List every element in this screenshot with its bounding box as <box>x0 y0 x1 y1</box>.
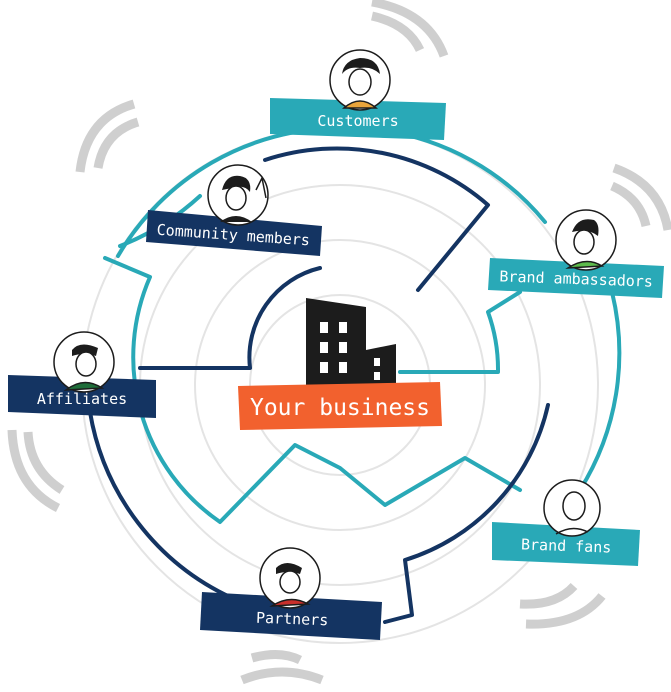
center-label: Your business <box>250 395 430 421</box>
affiliates-label: Affiliates <box>37 390 127 408</box>
community-box <box>146 210 322 256</box>
wave-top-outer <box>371 0 449 58</box>
center-box: Your business <box>238 382 442 430</box>
ring-middle <box>194 239 486 531</box>
wave-left-top-inner <box>93 117 140 169</box>
node-ambassadors: Brand ambassadors <box>488 209 664 298</box>
ambassadors-box <box>488 258 664 298</box>
fans-label: Brand fans <box>521 535 612 556</box>
node-community: Community members <box>146 164 322 256</box>
teal-arc-ambassadors <box>578 290 622 492</box>
teal-path-left <box>103 256 522 524</box>
navy-arc-affiliates <box>88 410 234 600</box>
affiliates-box <box>8 375 156 418</box>
wave-left-top-outer <box>75 99 136 173</box>
teal-arc-customers-right <box>378 128 547 224</box>
signal-waves <box>7 0 671 685</box>
node-customers: Customers <box>270 49 446 140</box>
wave-right-bottom-outer <box>525 593 606 629</box>
navy-path-inner <box>138 266 322 370</box>
community-avatar <box>207 164 269 226</box>
customers-label: Customers <box>317 112 398 130</box>
partners-avatar <box>259 547 321 609</box>
partners-box <box>200 592 382 640</box>
ambassadors-avatar <box>555 209 617 271</box>
teal-path-center <box>398 290 522 374</box>
wave-right-bottom-inner <box>519 582 578 609</box>
teal-paths <box>103 126 622 524</box>
customers-avatar <box>329 49 391 111</box>
ambassadors-label: Brand ambassadors <box>499 267 653 290</box>
fans-box <box>492 522 640 566</box>
fans-avatar <box>543 479 601 537</box>
wave-right-outer <box>612 163 671 231</box>
building-windows <box>320 322 380 380</box>
wave-left-bottom-outer <box>7 429 61 513</box>
node-affiliates: Affiliates <box>8 331 156 418</box>
building-icon <box>306 298 396 387</box>
partners-label: Partners <box>256 609 329 630</box>
wave-right-inner <box>610 181 651 228</box>
wave-left-bottom-inner <box>23 431 65 494</box>
center-background <box>238 382 442 430</box>
affiliates-avatar <box>53 331 115 393</box>
building-annex <box>366 344 396 387</box>
customers-box <box>270 98 446 140</box>
navy-arc-right <box>383 403 550 624</box>
node-partners: Partners <box>200 547 382 640</box>
wave-bottom-inner <box>250 650 303 665</box>
navy-paths <box>88 146 550 624</box>
building-tower <box>306 298 366 387</box>
node-fans: Brand fans <box>492 479 640 566</box>
wave-bottom-outer <box>240 667 324 685</box>
wave-top-inner <box>370 11 425 53</box>
navy-arc-top <box>263 146 490 292</box>
